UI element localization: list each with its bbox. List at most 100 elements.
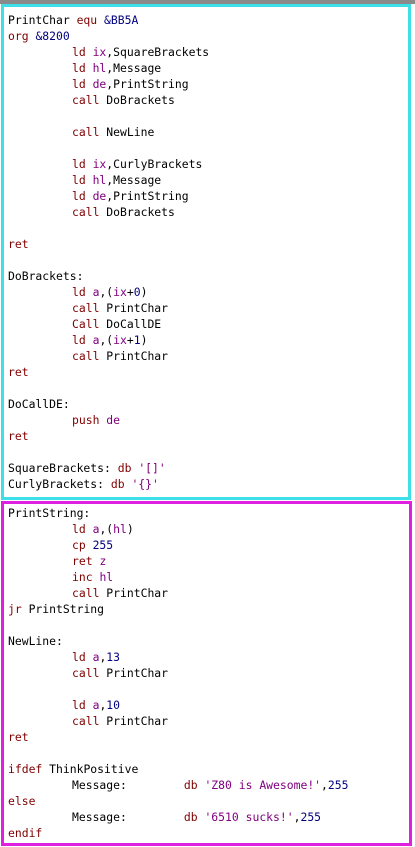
code-line[interactable]: call PrintChar [8, 665, 348, 681]
code-line[interactable]: DoCallDE: [8, 396, 209, 412]
code-line[interactable]: call PrintChar [8, 713, 348, 729]
code-line[interactable]: endif [8, 825, 348, 841]
code-text: ) [126, 522, 134, 536]
code-line[interactable]: jr PrintString [8, 601, 348, 617]
code-line[interactable]: DoBrackets: [8, 268, 209, 284]
code-line[interactable]: call PrintChar [8, 348, 209, 364]
code-line[interactable] [8, 252, 209, 268]
code-line[interactable]: ld a,10 [8, 697, 348, 713]
code-text: + [126, 333, 134, 347]
keyword-token: ld [72, 173, 86, 187]
code-line[interactable]: ld a,13 [8, 649, 348, 665]
code-line[interactable]: ret [8, 729, 348, 745]
code-line[interactable]: inc hl [8, 569, 348, 585]
code-line[interactable]: ld ix,CurlyBrackets [8, 156, 209, 172]
code-line[interactable]: ld de,PrintString [8, 188, 209, 204]
keyword-token: ld [72, 650, 86, 664]
code-text: Message: [72, 778, 127, 792]
code-line[interactable] [8, 681, 348, 697]
register-token: ix [113, 285, 127, 299]
code-text: NewLine [99, 125, 155, 139]
code-line[interactable] [8, 745, 348, 761]
code-line[interactable]: ld a,(hl) [8, 521, 348, 537]
code-line[interactable]: call PrintChar [8, 585, 348, 601]
code-line[interactable]: cp 255 [8, 537, 348, 553]
keyword-token: ifdef [8, 762, 43, 776]
register-token: a [92, 522, 100, 536]
code-line[interactable]: ld hl,Message [8, 172, 209, 188]
code-line[interactable]: call DoBrackets [8, 204, 209, 220]
code-line[interactable]: ret [8, 364, 209, 380]
code-line[interactable] [8, 140, 209, 156]
number-token: 10 [106, 698, 121, 712]
code-line[interactable]: ld a,(ix+0) [8, 284, 209, 300]
code-text: ,( [99, 333, 114, 347]
code-line[interactable]: ifdef ThinkPositive [8, 761, 348, 777]
string-token: '6510 sucks!' [204, 810, 294, 824]
keyword-token: ld [72, 45, 86, 59]
code-text: PrintString: [8, 506, 91, 520]
number-token: 13 [106, 650, 121, 664]
code-line[interactable]: CurlyBrackets: db '{}' [8, 476, 209, 492]
keyword-token: cp [72, 538, 86, 552]
code-text: PrintChar [99, 714, 169, 728]
code-text: DoBrackets: [8, 269, 84, 283]
code-line[interactable]: else [8, 793, 348, 809]
keyword-token: jr [8, 602, 22, 616]
keyword-token: call [72, 205, 100, 219]
code-text: ,PrintString [106, 77, 189, 91]
code-line[interactable]: call DoBrackets [8, 92, 209, 108]
register-token: hl [99, 570, 114, 584]
keyword-token: ld [72, 522, 86, 536]
code-text: ThinkPositive [42, 762, 139, 776]
code-line[interactable]: SquareBrackets: db '[]' [8, 460, 209, 476]
code-text [86, 61, 93, 75]
code-text: PrintChar [99, 349, 169, 363]
code-line[interactable]: push de [8, 412, 209, 428]
keyword-token: equ [76, 13, 98, 27]
number-token: 0 [133, 285, 141, 299]
register-token: de [106, 413, 121, 427]
number-token: 255 [300, 810, 322, 824]
keyword-token: ld [72, 285, 86, 299]
code-line[interactable] [8, 220, 209, 236]
code-line[interactable]: Call DoCallDE [8, 316, 209, 332]
keyword-token: else [8, 794, 36, 808]
code-line[interactable] [8, 444, 209, 460]
code-line[interactable]: ld a,(ix+1) [8, 332, 209, 348]
code-line[interactable]: ld hl,Message [8, 60, 209, 76]
keyword-token: call [72, 666, 100, 680]
code-line[interactable]: Message:db '6510 sucks!',255 [8, 809, 348, 825]
code-line[interactable]: call PrintChar [8, 300, 209, 316]
register-token: ix [113, 333, 127, 347]
code-line[interactable]: ld de,PrintString [8, 76, 209, 92]
number-token: 255 [327, 778, 349, 792]
code-line[interactable]: org &8200 [8, 28, 209, 44]
code-line[interactable] [8, 108, 209, 124]
code-line[interactable]: ld ix,SquareBrackets [8, 44, 209, 60]
code-text: DoBrackets [99, 93, 175, 107]
register-token: a [92, 285, 100, 299]
code-line[interactable]: ret [8, 236, 209, 252]
number-token: &8200 [35, 29, 70, 43]
code-line[interactable]: Message:db 'Z80 is Awesome!',255 [8, 777, 348, 793]
code-text: , [99, 698, 107, 712]
window-top-bar [0, 0, 415, 4]
code-line[interactable]: call NewLine [8, 124, 209, 140]
code-line[interactable] [8, 380, 209, 396]
code-line[interactable]: ret [8, 428, 209, 444]
code-text: ,( [99, 522, 114, 536]
code-line[interactable]: ret z [8, 553, 348, 569]
code-line[interactable] [8, 617, 348, 633]
code-line[interactable]: PrintString: [8, 505, 348, 521]
code-line[interactable]: PrintChar equ &BB5A [8, 12, 209, 28]
number-token: 1 [133, 333, 141, 347]
keyword-token: ld [72, 189, 86, 203]
keyword-token: Call [72, 317, 100, 331]
code-text [86, 285, 93, 299]
code-line[interactable]: NewLine: [8, 633, 348, 649]
